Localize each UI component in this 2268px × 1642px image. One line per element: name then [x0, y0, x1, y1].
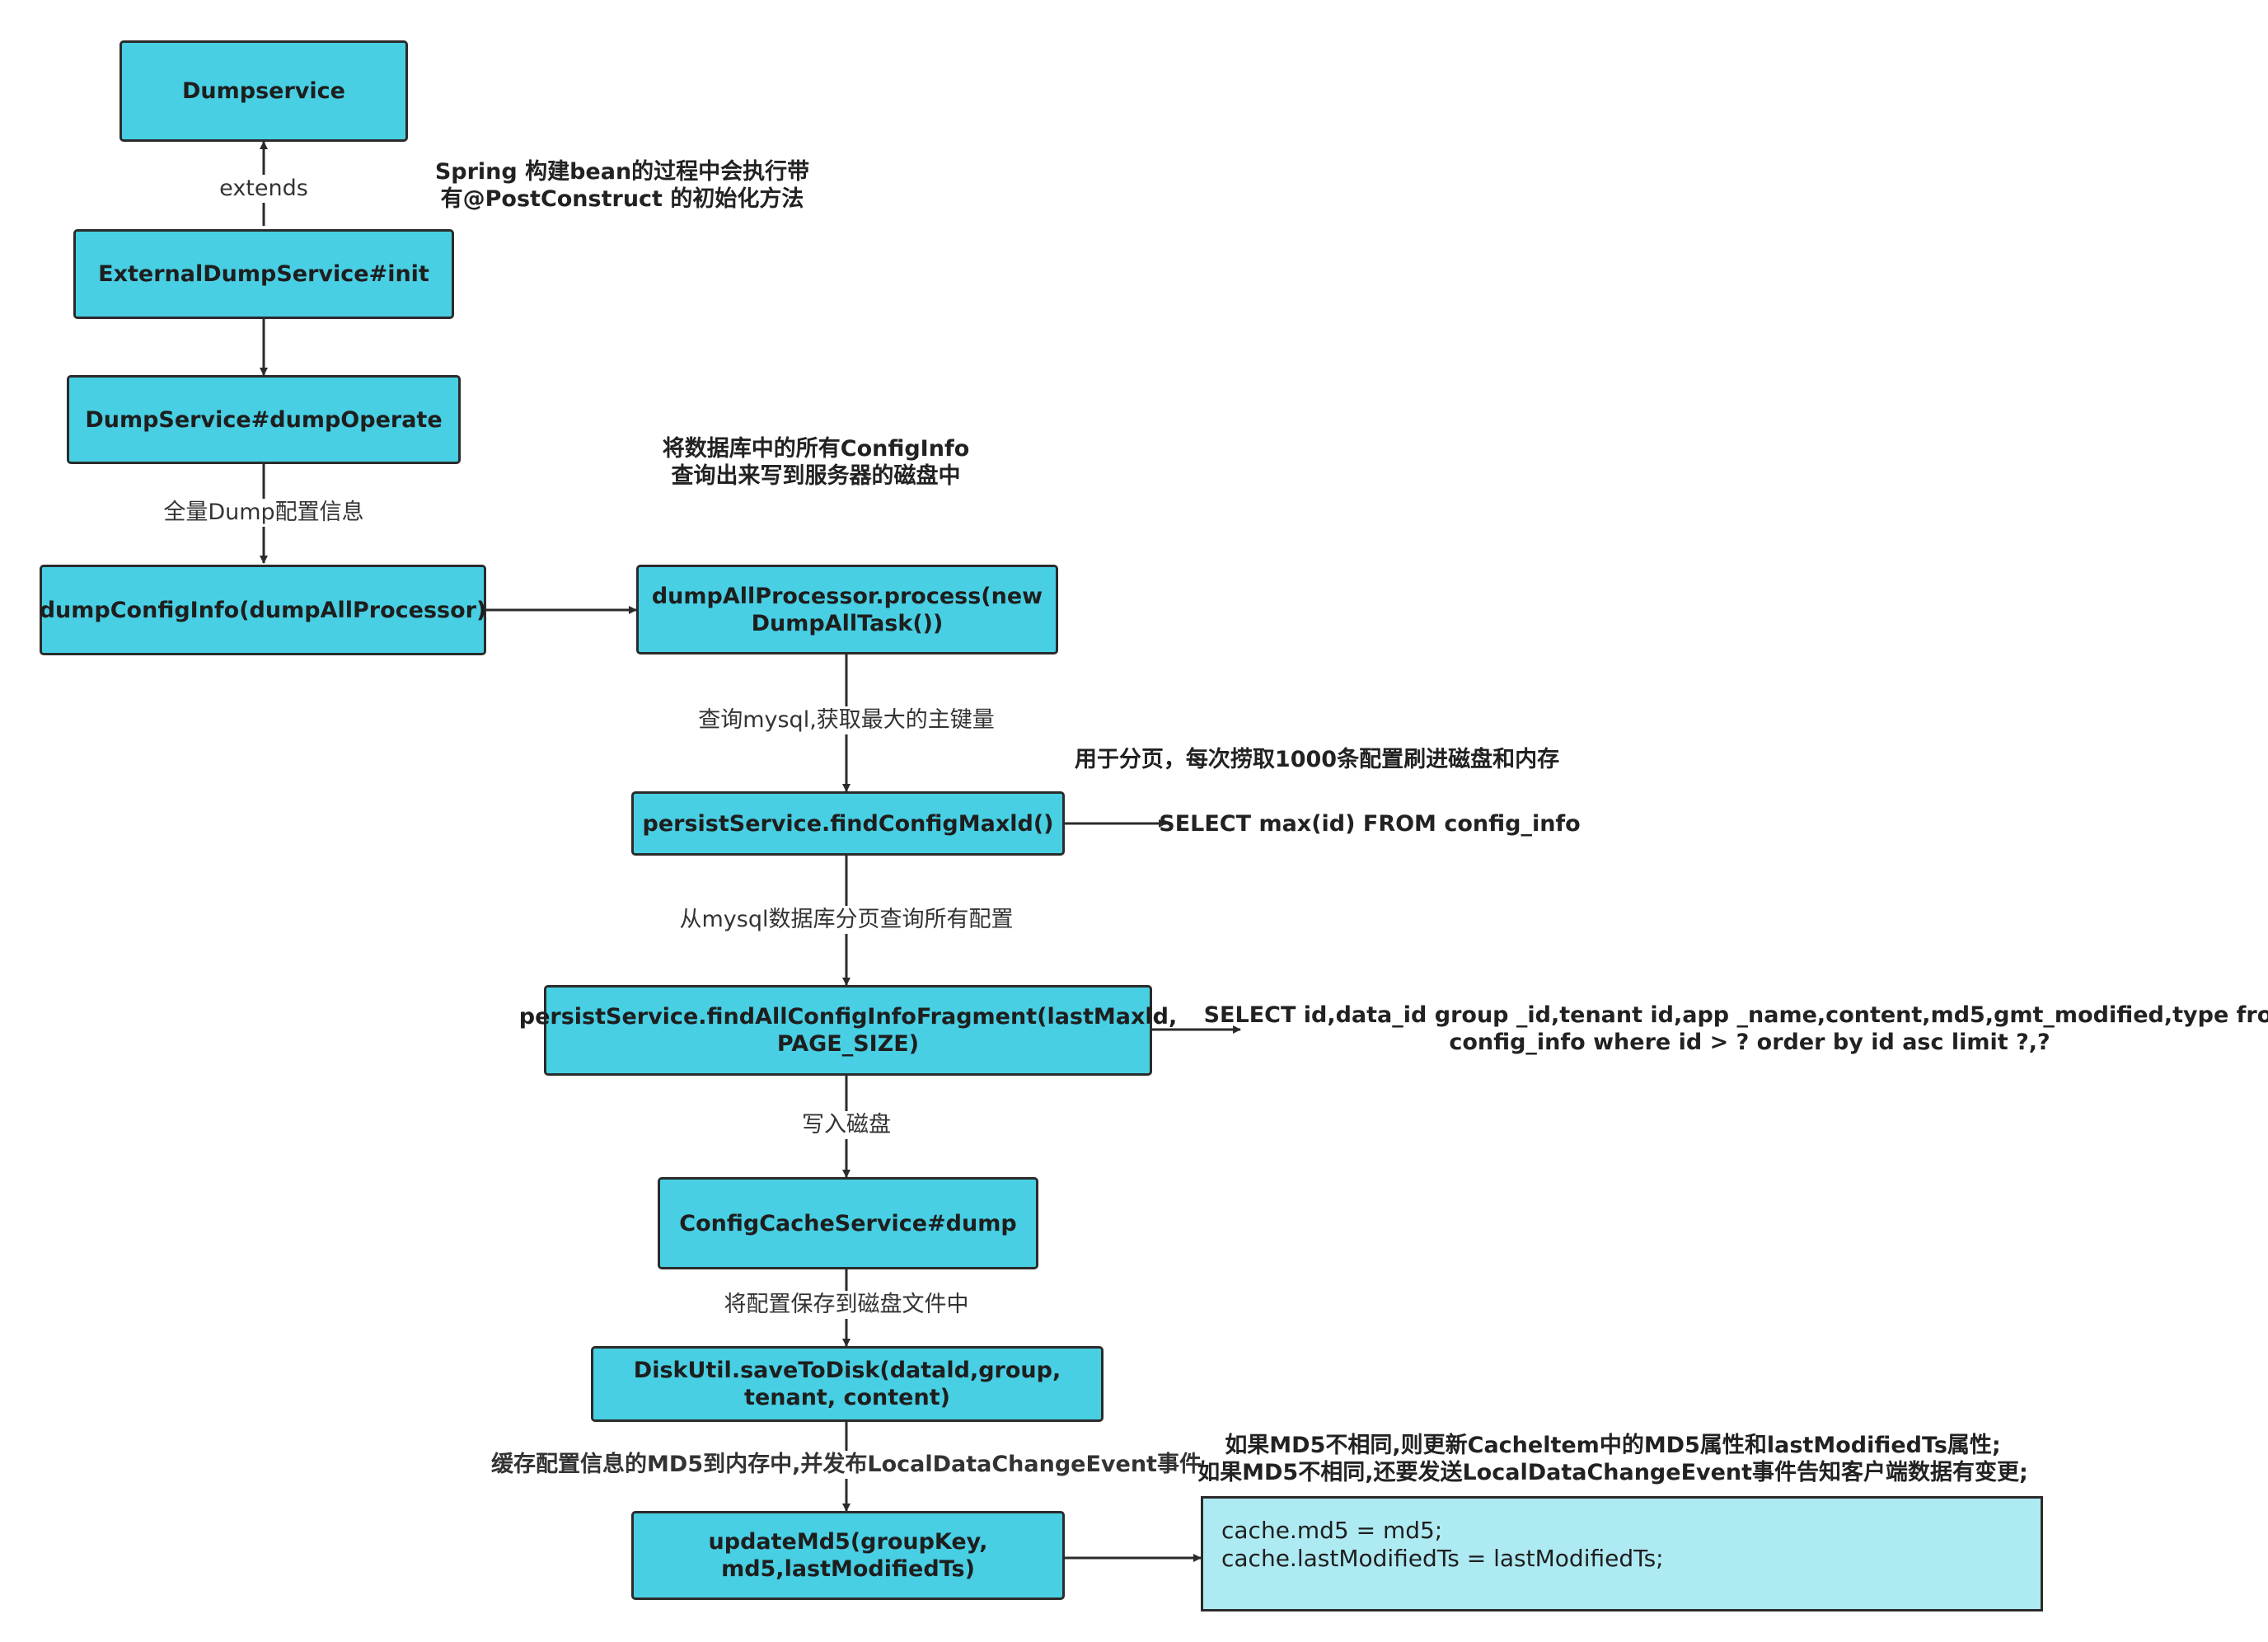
edge-label-page-query: 从mysql数据库分页查询所有配置 [676, 906, 1017, 934]
note-paging: 用于分页，每次捞取1000条配置刷进磁盘和内存 [1075, 746, 1559, 773]
edge-label-save-file: 将配置保存到磁盘文件中 [720, 1291, 972, 1319]
edge-label-query-max: 查询mysql,获取最大的主键量 [695, 706, 998, 734]
node-external-init: ExternalDumpService#init [73, 229, 454, 319]
note-line: 用于分页，每次捞取1000条配置刷进磁盘和内存 [1074, 747, 1560, 772]
node-update-md5: updateMd5(groupKey, md5,lastModifiedTs) [631, 1511, 1065, 1600]
node-save-to-disk: DiskUtil.saveToDisk(datald,group, tenant… [591, 1346, 1104, 1422]
edge-label-extends: extends [216, 175, 312, 203]
note-line: Spring 构建bean的过程中会执行带 [434, 159, 810, 185]
note-md5-update: 如果MD5不相同,则更新Cacheltem中的MD5属性和lastModifie… [1197, 1432, 2028, 1486]
note-line: 将数据库中的所有ConfigInfo [662, 436, 970, 462]
cache-code-line: cache.md5 = md5; [1221, 1517, 1443, 1544]
node-config-cache-dump: ConfigCacheService#dump [658, 1177, 1038, 1269]
note-sql-max: SELECT max(id) FROM config_info [1159, 810, 1580, 837]
note-sql-fragment: SELECT id,data_id group _id,tenant id,ap… [1204, 1002, 2268, 1056]
note-line: 有@PostConstruct 的初始化方法 [440, 186, 804, 212]
note-spring-postconstruct: Spring 构建bean的过程中会执行带 有@PostConstruct 的初… [435, 158, 809, 213]
note-line: 如果MD5不相同,则更新Cacheltem中的MD5属性和lastModifie… [1225, 1433, 2001, 1458]
node-cache-code: cache.md5 = md5; cache.lastModifiedTs = … [1201, 1496, 2043, 1612]
node-dump-all-process: dumpAllProcessor.process(new DumpAllTask… [636, 565, 1058, 654]
edge-label-write-disk: 写入磁盘 [799, 1111, 894, 1139]
edge-label-cache-md5: 缓存配置信息的MD5到内存中,并发布LocalDataChangeEvent事件 [488, 1451, 1205, 1479]
node-dump-config-info: dumpConfigInfo(dumpAllProcessor) [40, 565, 486, 655]
note-line: SELECT id,data_id group _id,tenant id,ap… [1203, 1002, 2268, 1028]
node-dump-operate: DumpService#dumpOperate [67, 375, 461, 464]
note-dump-all: 将数据库中的所有ConfigInfo 查询出来写到服务器的磁盘中 [663, 435, 970, 490]
node-dumpservice: Dumpservice [119, 40, 408, 142]
note-line: SELECT max(id) FROM config_info [1159, 811, 1581, 837]
note-line: 如果MD5不相同,还要发送LocalDataChangeEvent事件告知客户端… [1197, 1460, 2028, 1485]
node-find-config-max-id: persistService.findConfigMaxld() [631, 791, 1065, 856]
note-line: config_info where id > ? order by id asc… [1449, 1030, 2050, 1055]
note-line: 查询出来写到服务器的磁盘中 [671, 463, 961, 489]
node-find-all-fragment: persistService.findAllConfigInfoFragment… [519, 985, 1177, 1076]
edge-label-full-dump: 全量Dump配置信息 [160, 499, 368, 527]
cache-code-line: cache.lastModifiedTs = lastModifiedTs; [1221, 1545, 1664, 1572]
